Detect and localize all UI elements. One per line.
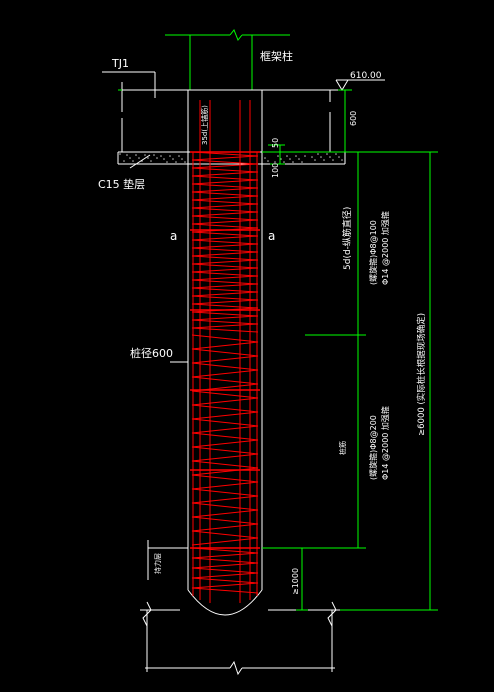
- hatch-dot: [169, 155, 171, 157]
- hatch-dot: [295, 155, 297, 157]
- hatch-dot: [289, 158, 291, 160]
- hatch-dot: [147, 157, 149, 159]
- hatch-dot: [175, 161, 177, 163]
- hatch-dot: [326, 153, 328, 155]
- spiral-stirrup-bottom: [191, 547, 259, 594]
- hatch-dot: [123, 160, 125, 162]
- hatch-dot: [178, 155, 180, 157]
- hatch-dot: [314, 159, 316, 161]
- hatch-dot: [317, 153, 319, 155]
- bearing-layer-label: 持力层: [153, 553, 162, 574]
- pile-body-outline: [187, 90, 263, 616]
- hatch-dot: [292, 161, 294, 163]
- hatch-dot: [277, 155, 279, 157]
- hatch-dot: [335, 153, 337, 155]
- spiral-stirrup-dense: [191, 151, 259, 333]
- hatch-dot: [341, 159, 343, 161]
- spiral-dense-label-2: Φ14 @2000 加强箍: [380, 211, 390, 285]
- hatch-dot: [166, 161, 168, 163]
- column-break-lines: [165, 29, 290, 90]
- hatch-dot: [298, 158, 300, 160]
- hatch-dot: [119, 153, 121, 155]
- anchor-35d-label: 35d(上锚筋): [200, 105, 209, 145]
- tj1-label: TJ1: [111, 57, 129, 70]
- c15-cushion-hatch: [119, 153, 343, 163]
- hatch-dot: [280, 158, 282, 160]
- hatch-dot: [320, 156, 322, 158]
- total-length-label: ≥6000 (实际桩长根据现场确定): [416, 313, 427, 436]
- hatch-dot: [150, 160, 152, 162]
- spiral-normal-label-1: (螺旋箍)Φ8@200: [368, 415, 378, 480]
- elevation-label: 610.00: [350, 71, 382, 81]
- hatch-dot: [135, 154, 137, 156]
- hatch-dot: [129, 157, 131, 159]
- hatch-dot: [311, 156, 313, 158]
- text-labels: 框架柱 TJ1 610.00 600 35d(上锚筋) 100 50 C15 垫…: [98, 49, 427, 595]
- hatch-dot: [286, 155, 288, 157]
- spiral-stirrup-normal: [191, 334, 259, 546]
- c15-cushion-label: C15 垫层: [98, 177, 145, 191]
- dense-zone-label: 5d(d-纵筋直径): [341, 207, 353, 270]
- spiral-dense-label-1: (螺旋箍)Φ8@100: [368, 220, 378, 285]
- rebar-group: [190, 100, 260, 603]
- hatch-dot: [304, 155, 306, 157]
- hatch-dot: [160, 155, 162, 157]
- bottom-break-line: [145, 660, 335, 676]
- hatch-dot: [138, 157, 140, 159]
- leader-lines: [129, 154, 188, 363]
- hatch-dot: [323, 159, 325, 161]
- hatch-dot: [267, 160, 269, 162]
- hatch-dot: [332, 159, 334, 161]
- hatch-dot: [132, 160, 134, 162]
- hatch-dot: [181, 158, 183, 160]
- hatch-dot: [172, 158, 174, 160]
- spiral-normal-label-2: Φ14 @2000 加强箍: [380, 406, 390, 480]
- dimension-lines: [118, 89, 438, 611]
- hatch-dot: [153, 154, 155, 156]
- section-label-right: a: [268, 229, 275, 243]
- hatch-dot: [283, 161, 285, 163]
- dim-600-label: 600: [349, 111, 358, 126]
- hatch-dot: [144, 154, 146, 156]
- rebar-note-label: 桩筋: [338, 441, 347, 455]
- hatch-dot: [184, 161, 186, 163]
- section-label-left: a: [170, 229, 177, 243]
- frame-column-label: 框架柱: [260, 49, 293, 63]
- hatch-dot: [126, 154, 128, 156]
- hatch-dot: [163, 158, 165, 160]
- dim-50-label: 50: [271, 138, 280, 148]
- hatch-dot: [338, 156, 340, 158]
- dim-100-label: 100: [271, 163, 280, 178]
- hatch-dot: [301, 161, 303, 163]
- pile-diameter-label: 桩径600: [130, 346, 173, 360]
- hatch-dot: [329, 156, 331, 158]
- hatch-dot: [264, 157, 266, 159]
- dim-1000-label: ≥1000: [291, 568, 300, 595]
- hatch-dot: [156, 157, 158, 159]
- hatch-dot: [274, 161, 276, 163]
